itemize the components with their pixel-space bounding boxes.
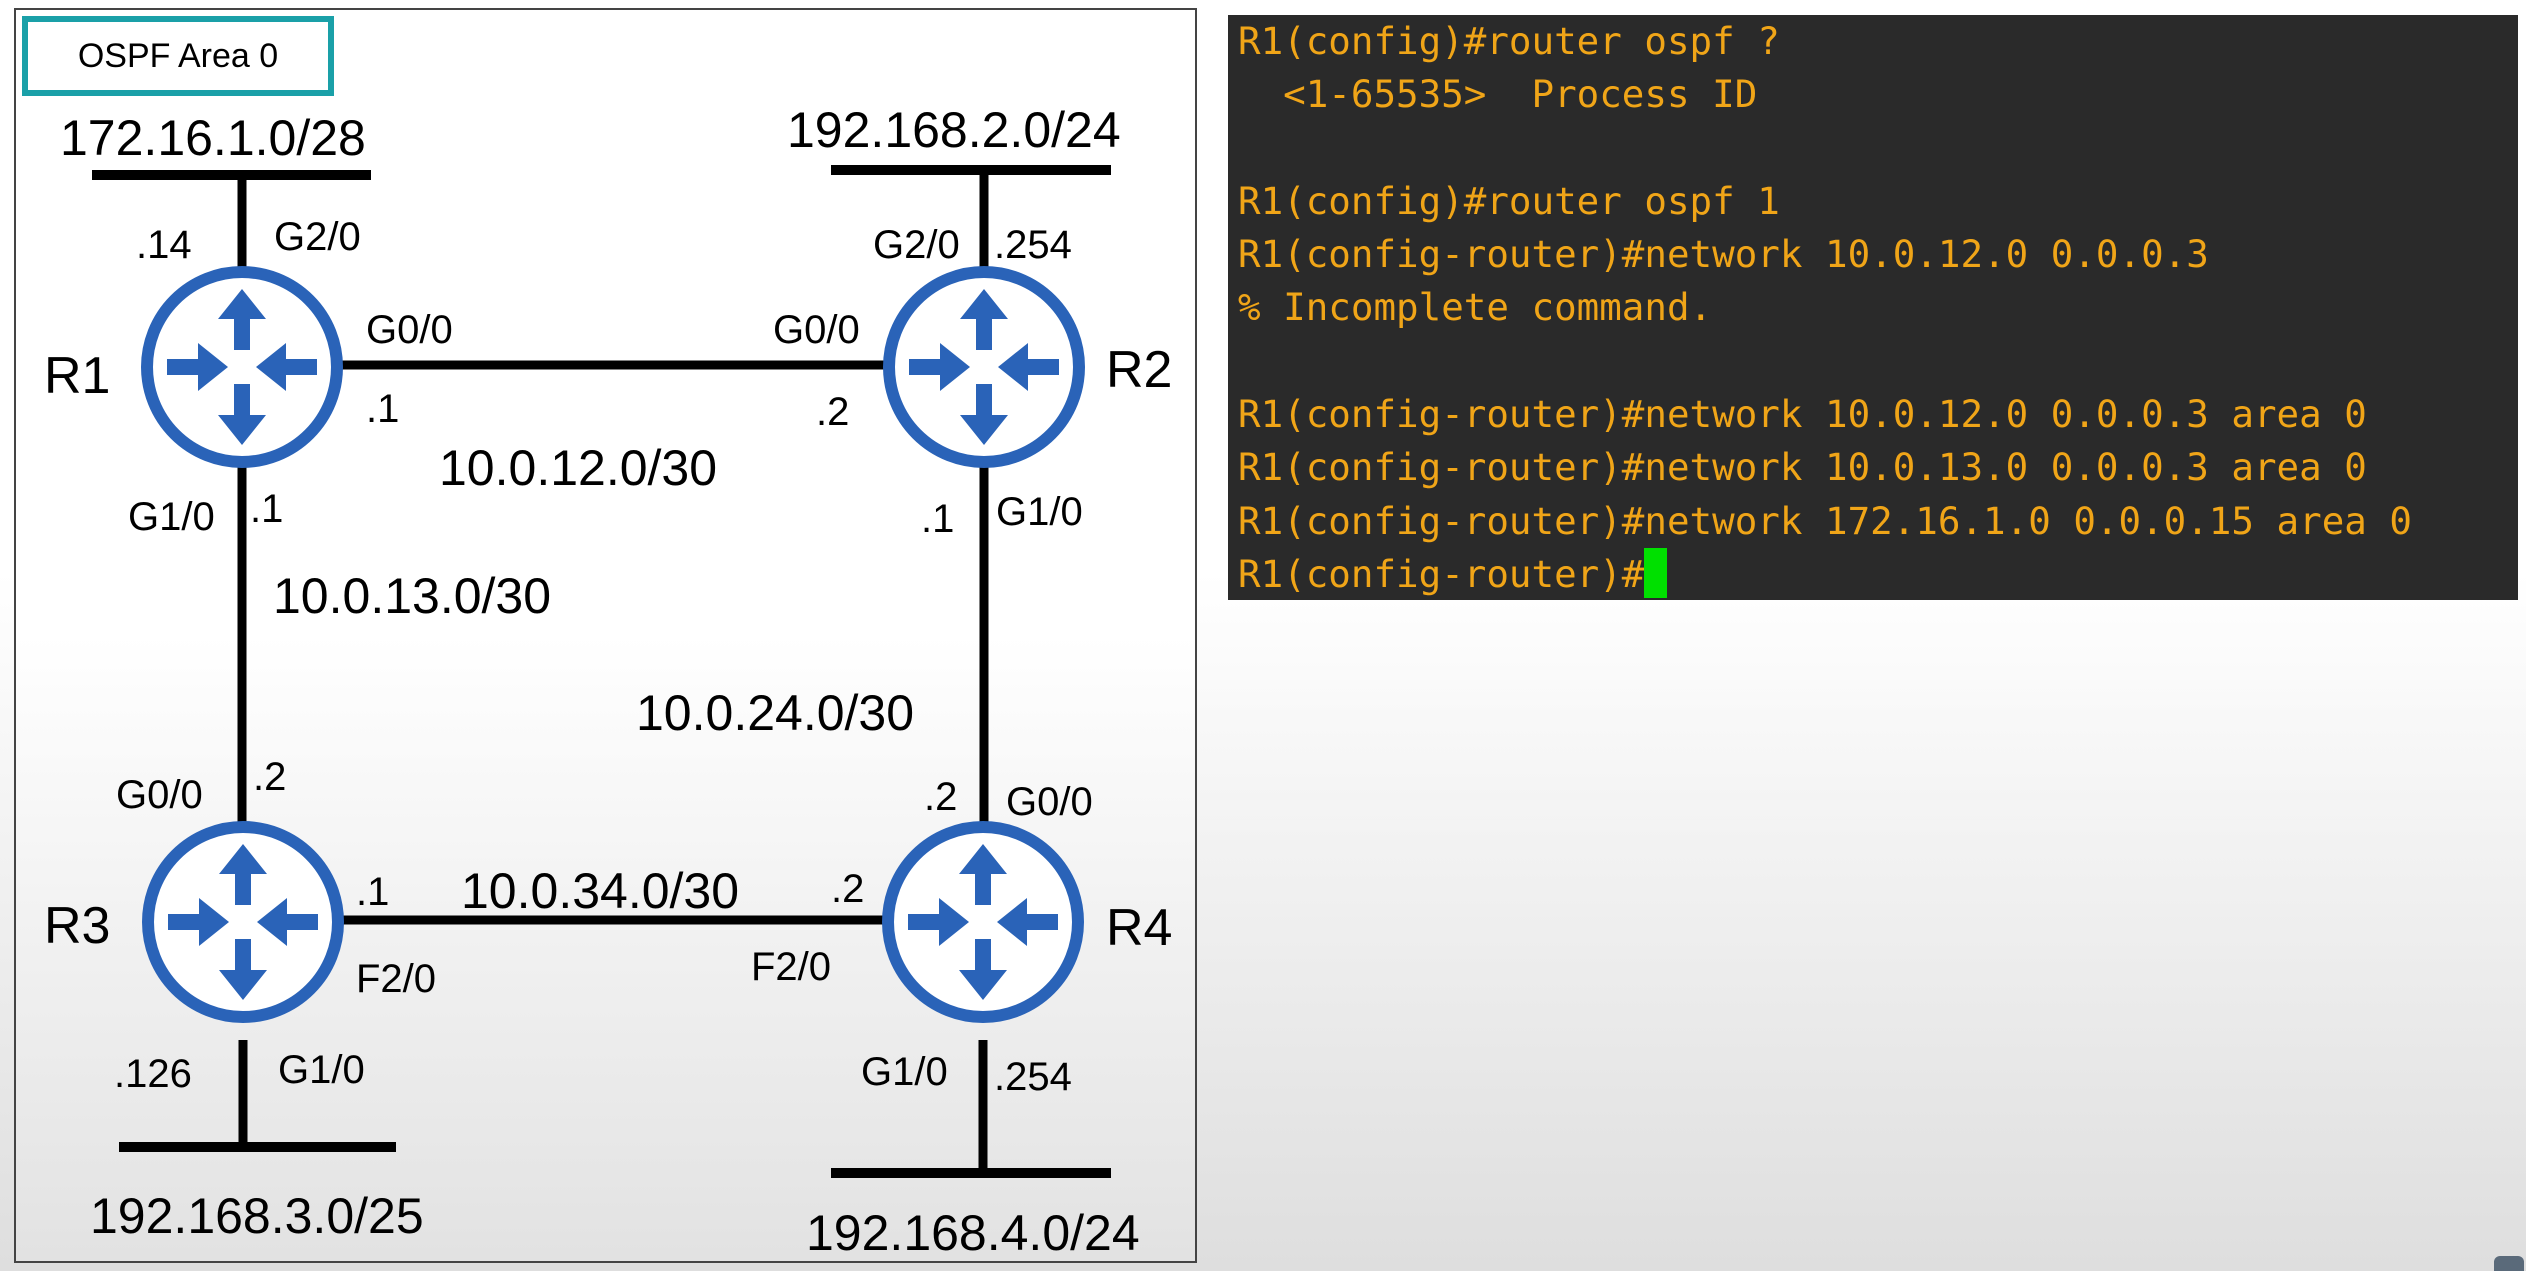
router-r1-label: R1 [44, 347, 110, 405]
router-r1-icon [147, 272, 337, 462]
terminal-line: R1(config-router)#network 10.0.12.0 0.0.… [1238, 392, 2367, 437]
terminal-line: R1(config)#router ospf 1 [1238, 178, 1780, 223]
terminal-prompt: R1(config-router)# [1238, 551, 1645, 596]
r2-g2-0-label: G2/0 [873, 223, 960, 267]
terminal-line: R1(config-router)#network 172.16.1.0 0.0… [1238, 498, 2412, 543]
r1-g2-0-label: G2/0 [274, 215, 361, 259]
corner-badge-icon [2494, 1256, 2524, 1271]
router-r2-icon [889, 272, 1079, 462]
ospf-area-label: OSPF Area 0 [22, 16, 334, 96]
router-r2-label: R2 [1106, 341, 1172, 399]
link-r2-r4-network: 10.0.24.0/30 [636, 685, 914, 741]
link-r3-r4-network: 10.0.34.0/30 [461, 863, 739, 919]
router-r4-icon [888, 827, 1078, 1017]
r4-g1-0-ip: .254 [994, 1055, 1072, 1099]
terminal-line: <1-65535> Process ID [1238, 72, 1758, 117]
r1-g0-0-label: G0/0 [366, 308, 453, 352]
link-r1-r3-network: 10.0.13.0/30 [273, 568, 551, 624]
r4-f2-0-ip: .2 [831, 867, 864, 911]
r3-f2-0-ip: .1 [356, 870, 389, 914]
r2-g2-0-ip: .254 [994, 223, 1072, 267]
r3-f2-0-label: F2/0 [356, 957, 436, 1001]
r4-g0-0-label: G0/0 [1006, 780, 1093, 824]
terminal-line [1238, 335, 2508, 388]
r3-g1-0-label: G1/0 [278, 1048, 365, 1092]
r1-lan-network: 172.16.1.0/28 [60, 110, 366, 166]
r2-lan-network: 192.168.2.0/24 [787, 102, 1121, 158]
terminal-line [1238, 122, 2508, 175]
r3-g0-0-ip: .2 [253, 755, 286, 799]
router-r4-label: R4 [1106, 899, 1172, 957]
terminal-cursor [1644, 548, 1668, 599]
r4-lan-network: 192.168.4.0/24 [806, 1205, 1140, 1261]
r2-g0-0-ip: .2 [816, 390, 849, 434]
router-r3-label: R3 [44, 897, 110, 955]
r4-f2-0-label: F2/0 [751, 945, 831, 989]
r4-g0-0-ip: .2 [924, 775, 957, 819]
link-r1-r2-network: 10.0.12.0/30 [439, 440, 717, 496]
topology-svg: R1 R2 R3 R4 172.16.1.0/28 192.168.2.0/24… [44, 102, 1172, 1261]
terminal-line: R1(config-router)#network 10.0.12.0 0.0.… [1238, 232, 2209, 277]
r1-g1-0-label: G1/0 [128, 495, 215, 539]
r3-g1-0-ip: .126 [114, 1052, 192, 1096]
r2-g0-0-label: G0/0 [773, 308, 860, 352]
r1-g1-0-ip: .1 [250, 487, 283, 531]
terminal-prompt-line[interactable]: R1(config-router)# [1238, 548, 2508, 601]
terminal-line: R1(config-router)#network 10.0.13.0 0.0.… [1238, 445, 2367, 490]
r2-g1-0-label: G1/0 [996, 490, 1083, 534]
terminal-line: R1(config)#router ospf ? [1238, 19, 1780, 63]
terminal-line: % Incomplete command. [1238, 285, 1713, 330]
terminal-window[interactable]: R1(config)#router ospf ? <1-65535> Proce… [1228, 15, 2518, 600]
r1-g0-0-ip: .1 [366, 387, 399, 431]
router-r3-icon [148, 827, 338, 1017]
r1-g2-0-ip: .14 [136, 223, 192, 267]
r4-g1-0-label: G1/0 [861, 1050, 948, 1094]
r3-lan-network: 192.168.3.0/25 [90, 1188, 424, 1244]
r2-g1-0-ip: .1 [921, 497, 954, 541]
topology-diagram: R1 R2 R3 R4 172.16.1.0/28 192.168.2.0/24… [14, 8, 1197, 1263]
r3-g0-0-label: G0/0 [116, 773, 203, 817]
